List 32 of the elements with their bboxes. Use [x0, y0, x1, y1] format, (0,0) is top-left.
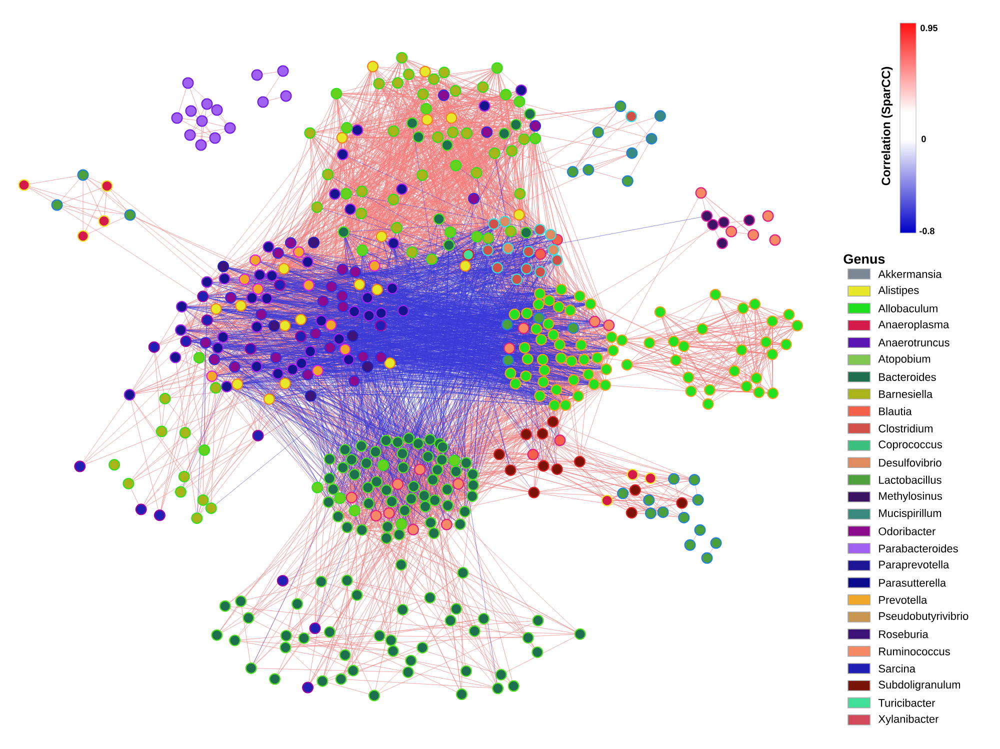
legend-label: Ruminococcus — [879, 647, 950, 656]
legend-label: Sarcina — [878, 664, 916, 673]
legend-label: Parabacteroides — [879, 544, 958, 552]
legend-label: Anaeroplasma — [878, 320, 950, 331]
legend-label: Roseburia — [879, 630, 928, 638]
legend-label: Clostridium — [878, 424, 932, 432]
legend-label: Blautia — [879, 407, 912, 416]
legend-label: Mucispirillum — [879, 508, 942, 520]
legend-label: Turicibacter — [878, 698, 936, 707]
legend-label: Desulfovibrio — [879, 458, 942, 467]
legend-label: Odoribacter — [878, 527, 936, 536]
tick-label: 0.95 — [920, 24, 938, 32]
legend-label: Anaerotruncus — [878, 338, 950, 346]
legend-label: Allobaculum — [878, 304, 938, 312]
legend-label: Methylosinus — [879, 492, 942, 502]
legend-label: Xylanibacter — [878, 714, 939, 726]
legend-label: Atopobium — [878, 354, 930, 365]
legend-label: Coprococcus — [878, 440, 942, 450]
legend-label: Barnesiella — [879, 390, 933, 398]
legend-label: Prevotella — [879, 596, 928, 604]
legend-label: Bacteroides — [879, 372, 936, 381]
tick-label: -0.8 — [920, 228, 934, 234]
legend-label: Paraprevotella — [879, 560, 950, 571]
legend-label: Parasutterella — [879, 578, 946, 587]
tick-label: 0 — [922, 136, 926, 142]
legend-title: Genus — [844, 254, 885, 264]
legend-label: Subdoligranulum — [878, 680, 960, 691]
legend-label: Alistipes — [878, 286, 919, 296]
legend-label: Lactobacillus — [879, 476, 942, 484]
axis-title: Correlation (SparCC) — [881, 66, 893, 186]
legend-label: Pseudobutyrivibrio — [879, 612, 968, 622]
legend-label: Akkermansia — [878, 270, 942, 278]
